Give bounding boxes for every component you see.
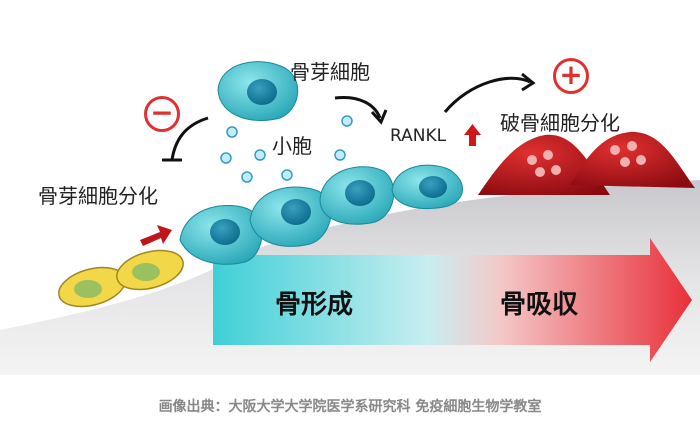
stromal-cells <box>58 249 184 308</box>
osteoblast-layer <box>179 61 463 265</box>
label-osteoclast-differentiation: 破骨細胞分化 <box>500 111 620 135</box>
inhibition-arrow <box>170 116 209 161</box>
label-bone-resorption: 骨吸収 <box>500 290 579 320</box>
label-osteoblast: 骨芽細胞 <box>290 60 370 84</box>
differentiation-arrow <box>140 225 172 246</box>
curved-arrow-osteoclast <box>443 76 531 113</box>
image-credit: 画像出典：大阪大学大学院医学系研究科 免疫細胞生物学教室 <box>158 399 542 415</box>
osteoblast-upper <box>217 61 299 121</box>
label-bone-formation: 骨形成 <box>275 290 354 320</box>
arrows <box>162 72 536 162</box>
label-rankl: RANKL <box>390 126 447 146</box>
plus-icon: + <box>553 58 589 94</box>
curved-arrow-rankl <box>334 95 382 119</box>
minus-icon: − <box>144 96 180 132</box>
label-osteoblast-differentiation: 骨芽細胞分化 <box>38 184 158 208</box>
label-vesicle: 小胞 <box>272 134 312 158</box>
rankl-up-icon <box>464 124 481 146</box>
osteoclasts <box>478 131 695 195</box>
progress-arrow <box>213 238 692 362</box>
vesicles <box>220 115 353 183</box>
